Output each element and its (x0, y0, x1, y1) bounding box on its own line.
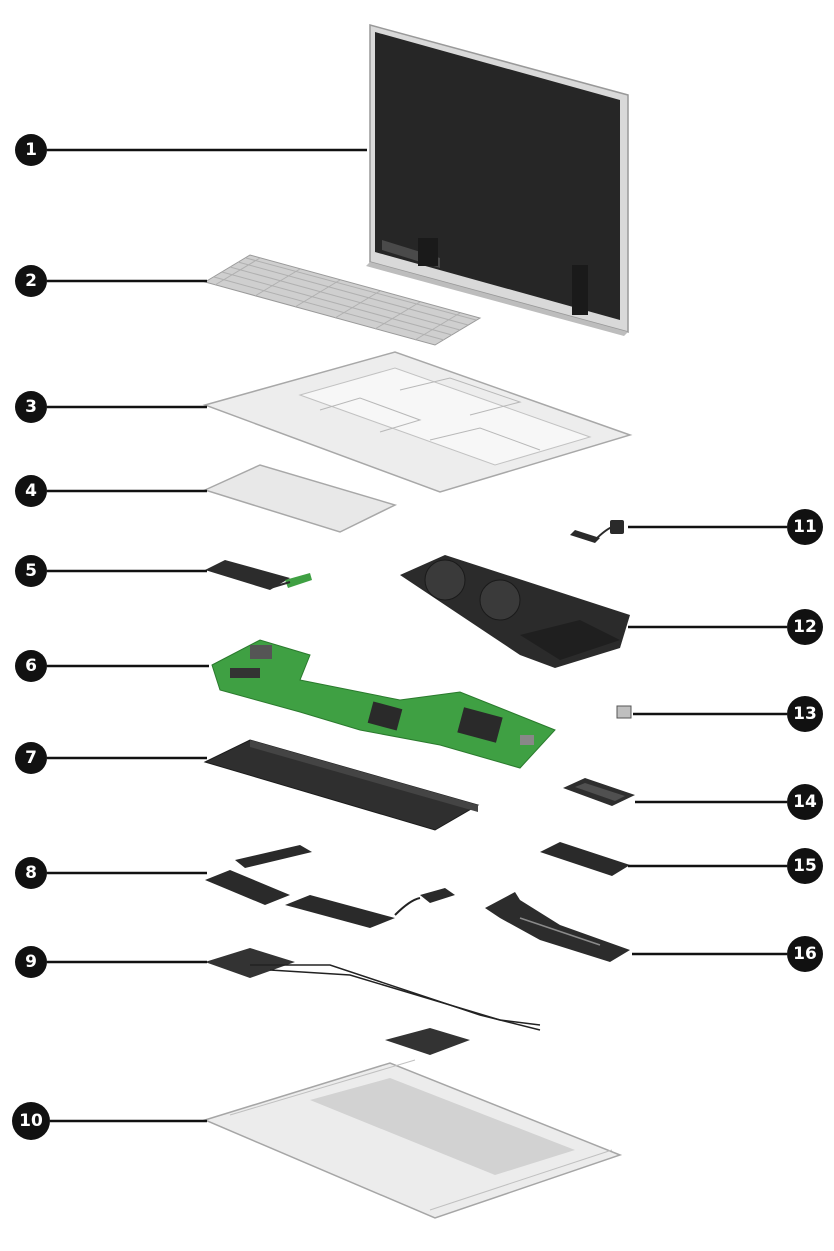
callout-16-label: 16 (793, 944, 817, 964)
callout-6-label: 6 (25, 656, 37, 676)
callout-14-label: 14 (793, 792, 817, 812)
callout-1-label: 1 (25, 140, 37, 160)
callout-1: 1 (15, 134, 47, 166)
callout-12: 12 (787, 609, 823, 645)
callout-5-label: 5 (25, 561, 37, 581)
callout-13: 13 (787, 696, 823, 732)
cable (485, 892, 630, 962)
touchpad-board (205, 560, 312, 590)
display-assembly (366, 24, 629, 336)
callout-12-label: 12 (793, 617, 817, 637)
small-bracket (616, 705, 632, 719)
callout-5: 5 (15, 555, 47, 587)
callout-11-label: 11 (793, 517, 817, 537)
callout-3-label: 3 (25, 397, 37, 417)
battery (203, 739, 480, 831)
touchpad (202, 464, 398, 533)
wlan-module (563, 778, 635, 806)
callout-4: 4 (15, 475, 47, 507)
callout-3: 3 (15, 391, 47, 423)
callout-16: 16 (787, 936, 823, 972)
system-board (211, 639, 556, 769)
callout-8: 8 (15, 857, 47, 889)
callout-9-label: 9 (25, 952, 37, 972)
callout-15-label: 15 (793, 856, 817, 876)
callout-2-label: 2 (25, 271, 37, 291)
power-button-board (570, 520, 624, 543)
antenna (205, 948, 541, 1055)
callout-7: 7 (15, 742, 47, 774)
callout-7-label: 7 (25, 748, 37, 768)
keyboard (203, 254, 482, 346)
callout-14: 14 (787, 784, 823, 820)
callout-8-label: 8 (25, 863, 37, 883)
callout-9: 9 (15, 946, 47, 978)
callout-15: 15 (787, 848, 823, 884)
solid-state-drive (540, 842, 630, 876)
callout-4-label: 4 (25, 481, 37, 501)
callout-10: 10 (12, 1102, 50, 1140)
bottom-cover (202, 1059, 623, 1219)
fan-heat-sink (400, 555, 630, 668)
callout-11: 11 (787, 509, 823, 545)
top-cover (202, 351, 633, 493)
callout-6: 6 (15, 650, 47, 682)
callout-10-label: 10 (19, 1111, 43, 1131)
callout-2: 2 (15, 265, 47, 297)
callout-13-label: 13 (793, 704, 817, 724)
speakers (205, 845, 455, 928)
